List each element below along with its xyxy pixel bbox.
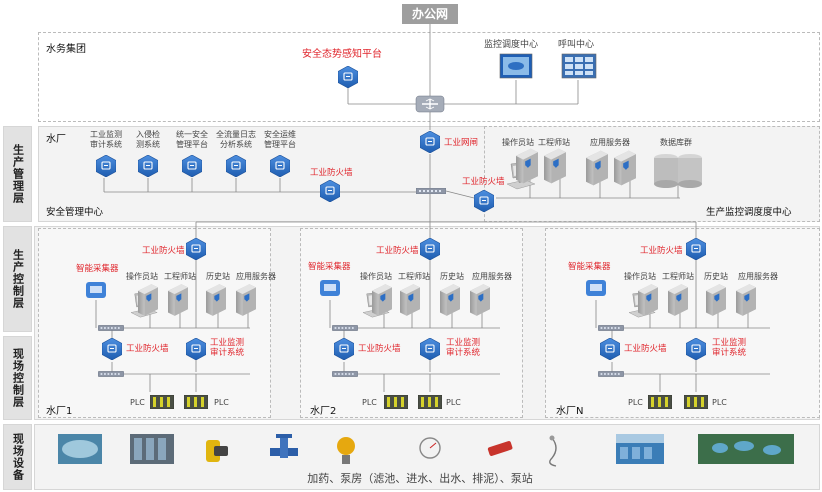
plant2-name: 水厂2 [310, 406, 337, 417]
plant1-firewall-label: 工业防火墙 [142, 246, 185, 256]
plantn-name: 水厂N [556, 406, 584, 417]
plant1-collector-label: 智能采集器 [76, 264, 119, 274]
plant1-plc-a: PLC [130, 398, 145, 407]
plantn-audit-label: 工业监测审计系统 [712, 338, 747, 358]
plant-title: 水厂 [46, 134, 66, 145]
device-pump-icon [206, 440, 228, 462]
device-tank-photo [616, 434, 664, 464]
situation-platform-label: 安全态势感知平台 [302, 49, 382, 60]
plant1-plc-b: PLC [214, 398, 229, 407]
monitor-screen-icon [499, 53, 533, 79]
office-network-label: 办公网 [402, 4, 458, 24]
plant2-history-label: 历史站 [440, 272, 464, 281]
plant2-operator-label: 操作员站 [360, 272, 392, 281]
database-cluster-icon [654, 154, 702, 188]
system-label-unified: 统一安全管理平台 [176, 130, 208, 149]
security-center-label: 安全管理中心 [46, 207, 104, 218]
plant2-appserver-label: 应用服务器 [472, 272, 512, 281]
call-center-screen-icon [561, 53, 597, 79]
plant2-zone [300, 228, 523, 418]
plantn-field-firewall-label: 工业防火墙 [624, 344, 667, 354]
plantn-collector-label: 智能采集器 [568, 262, 611, 272]
device-plant-photo [698, 434, 794, 464]
plant2-firewall-label: 工业防火墙 [376, 246, 419, 256]
device-probe-icon [549, 435, 557, 467]
plantn-plc-a: PLC [628, 398, 643, 407]
plant1-zone [38, 228, 271, 418]
plant2-plc-a: PLC [362, 398, 377, 407]
mgmt-station-db: 数据库群 [660, 138, 692, 147]
plant2-audit-label: 工业监测审计系统 [446, 338, 481, 358]
device-gauge-icon [419, 437, 441, 459]
system-label-ops: 安全运维管理平台 [264, 130, 296, 149]
plant1-field-firewall-label: 工业防火墙 [126, 344, 169, 354]
device-valve-icon [270, 434, 298, 458]
layer-field-device: 现场设备 [3, 424, 32, 490]
plantn-appserver-label: 应用服务器 [738, 272, 778, 281]
gateway-label: 工业网闸 [444, 138, 479, 148]
layer-production-mgmt: 生产管理层 [3, 126, 32, 222]
plantn-engineer-label: 工程师站 [662, 272, 694, 281]
plantn-firewall-label: 工业防火墙 [640, 246, 683, 256]
right-firewall-label: 工业防火墙 [462, 177, 505, 187]
device-caption: 加药、泵房（滤池、进水、出水、排泥）、泵站 [307, 472, 533, 485]
system-label-ids: 入侵检测系统 [136, 130, 160, 149]
device-sensor-icon [337, 437, 355, 464]
mgmt-station-appserver: 应用服务器 [590, 138, 630, 147]
mgmt-firewall-label: 工业防火墙 [310, 168, 353, 178]
plant1-operator-label: 操作员站 [126, 272, 158, 281]
plant1-history-label: 历史站 [206, 272, 230, 281]
plant2-engineer-label: 工程师站 [398, 272, 430, 281]
plant1-appserver-label: 应用服务器 [236, 272, 276, 281]
device-filter-photo [130, 434, 174, 464]
plant2-plc-b: PLC [446, 398, 461, 407]
core-router-icon [415, 95, 445, 113]
mgmt-station-engineer: 工程师站 [538, 138, 570, 147]
layer-field-ctrl: 现场控制层 [3, 336, 32, 420]
device-pool-photo [58, 434, 102, 464]
group-zone [38, 32, 820, 122]
plantn-zone [545, 228, 820, 418]
collector-icon [86, 280, 606, 298]
monitor-center-label: 监控调度中心 [484, 40, 539, 50]
plant2-field-firewall-label: 工业防火墙 [358, 344, 401, 354]
call-center-label: 呼叫中心 [558, 40, 595, 50]
plant1-name: 水厂1 [46, 406, 73, 417]
plantn-plc-b: PLC [712, 398, 727, 407]
plant1-audit-label: 工业监测审计系统 [210, 338, 245, 358]
mgmt-station-operator: 操作员站 [502, 138, 534, 147]
system-label-audit: 工业监测审计系统 [90, 130, 122, 149]
device-flowmeter-icon [487, 441, 513, 456]
group-title: 水务集团 [46, 44, 86, 55]
layer-production-ctrl: 生产控制层 [3, 226, 32, 332]
system-label-traffic: 全流量日志分析系统 [216, 130, 256, 149]
plantn-history-label: 历史站 [704, 272, 728, 281]
dispatch-center-label: 生产监控调度度中心 [706, 207, 792, 218]
plant2-collector-label: 智能采集器 [308, 262, 351, 272]
plantn-operator-label: 操作员站 [624, 272, 656, 281]
plant1-engineer-label: 工程师站 [164, 272, 196, 281]
dispatch-zone [484, 126, 820, 222]
